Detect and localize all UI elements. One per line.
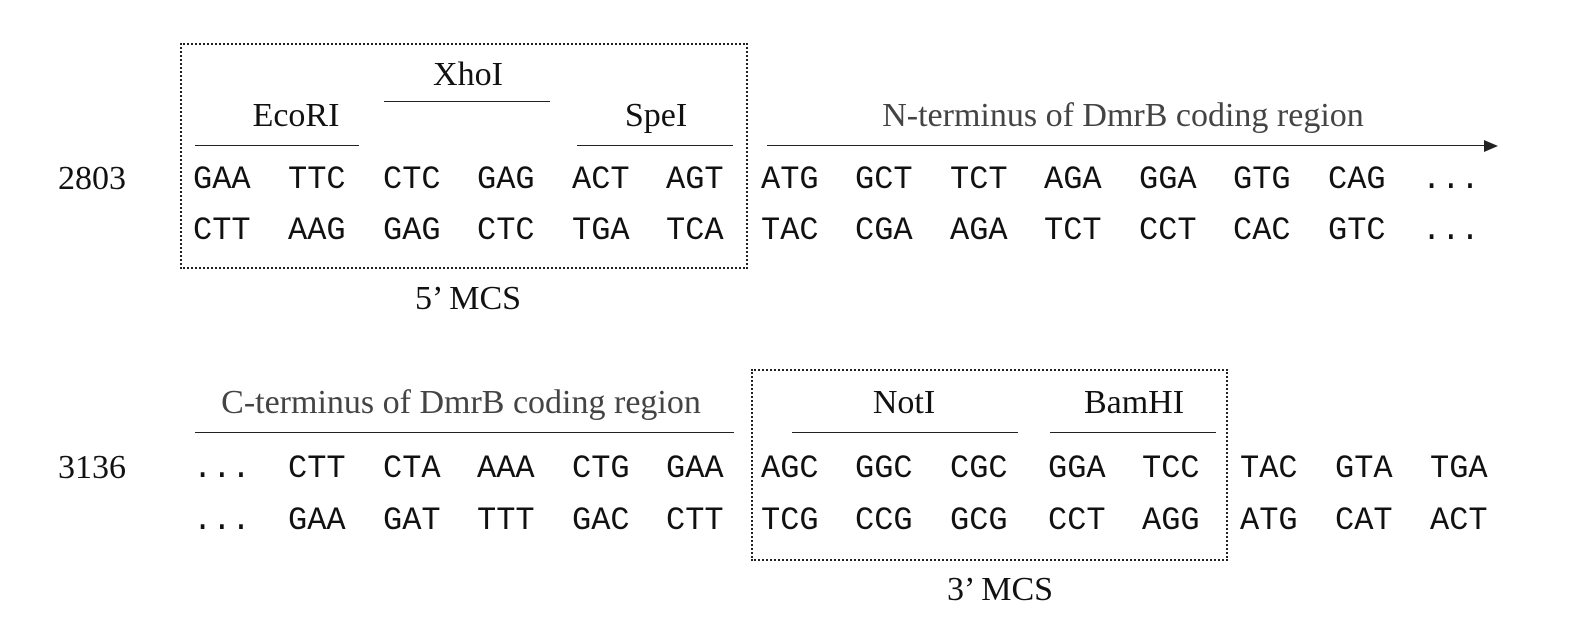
codon: GAA	[288, 502, 346, 539]
codon: CCT	[1048, 502, 1106, 539]
codon: GGA	[1048, 450, 1106, 487]
site-line-ecori	[195, 145, 359, 146]
codon: CAG	[1328, 161, 1386, 198]
c-terminus-label: C-terminus of DmrB coding region	[221, 384, 701, 421]
codon: CTC	[383, 161, 441, 198]
n-terminus-arrow-line	[767, 145, 1485, 146]
codon: ATG	[1240, 502, 1298, 539]
site-label-noti: NotI	[872, 384, 936, 421]
codon: CGA	[855, 212, 913, 249]
site-line-bamhi	[1050, 432, 1216, 433]
site-label-spei: SpeI	[624, 97, 688, 134]
codon: CTA	[383, 450, 441, 487]
codon: ACT	[1430, 502, 1488, 539]
codon: GTC	[1328, 212, 1386, 249]
codon: GAA	[193, 161, 251, 198]
codon: CTT	[193, 212, 251, 249]
site-label-xhoi: XhoI	[433, 56, 503, 93]
codon: AAG	[288, 212, 346, 249]
n-terminus-label: N-terminus of DmrB coding region	[882, 97, 1364, 134]
c-terminus-line	[195, 432, 734, 433]
codon: TTC	[288, 161, 346, 198]
n-terminus-arrow-head	[1484, 140, 1498, 152]
codon: ATG	[761, 161, 819, 198]
codon: TCT	[950, 161, 1008, 198]
codon: GGC	[855, 450, 913, 487]
codon: CTT	[666, 502, 724, 539]
codon: AAA	[477, 450, 535, 487]
codon: GGA	[1139, 161, 1197, 198]
codon: GTA	[1335, 450, 1393, 487]
codon: TGA	[572, 212, 630, 249]
position-3136: 3136	[58, 449, 126, 486]
codon: CTT	[288, 450, 346, 487]
codon: GAT	[383, 502, 441, 539]
codon: CCT	[1139, 212, 1197, 249]
codon: GAC	[572, 502, 630, 539]
codon: TCA	[666, 212, 724, 249]
codon: TAC	[1240, 450, 1298, 487]
codon: AGA	[950, 212, 1008, 249]
ellipsis: ...	[193, 450, 251, 487]
site-label-bamhi: BamHI	[1083, 384, 1185, 421]
codon: AGA	[1044, 161, 1102, 198]
codon: CAT	[1335, 502, 1393, 539]
codon: GTG	[1233, 161, 1291, 198]
codon: CAC	[1233, 212, 1291, 249]
codon: CTC	[477, 212, 535, 249]
ellipsis: ...	[1422, 161, 1480, 198]
codon: CTG	[572, 450, 630, 487]
position-2803: 2803	[58, 160, 126, 197]
codon: GCT	[855, 161, 913, 198]
codon: GAG	[477, 161, 535, 198]
three-prime-mcs-label: 3’ MCS	[946, 571, 1054, 608]
codon: AGT	[666, 161, 724, 198]
codon: ACT	[572, 161, 630, 198]
codon: AGC	[761, 450, 819, 487]
codon: TAC	[761, 212, 819, 249]
codon: TCC	[1142, 450, 1200, 487]
codon: GAA	[666, 450, 724, 487]
five-prime-mcs-box	[180, 43, 748, 269]
codon: CCG	[855, 502, 913, 539]
codon: TCG	[761, 502, 819, 539]
five-prime-mcs-label: 5’ MCS	[414, 280, 522, 317]
codon: TGA	[1430, 450, 1488, 487]
ellipsis: ...	[1422, 212, 1480, 249]
codon: AGG	[1142, 502, 1200, 539]
ellipsis: ...	[193, 502, 251, 539]
site-line-spei	[577, 145, 733, 146]
codon: TCT	[1044, 212, 1102, 249]
codon: GAG	[383, 212, 441, 249]
codon: CGC	[950, 450, 1008, 487]
codon: TTT	[477, 502, 535, 539]
site-line-noti	[792, 432, 1018, 433]
site-line-xhoi	[384, 101, 550, 102]
three-prime-mcs-box	[751, 369, 1228, 561]
site-label-ecori: EcoRI	[252, 97, 340, 134]
codon: GCG	[950, 502, 1008, 539]
